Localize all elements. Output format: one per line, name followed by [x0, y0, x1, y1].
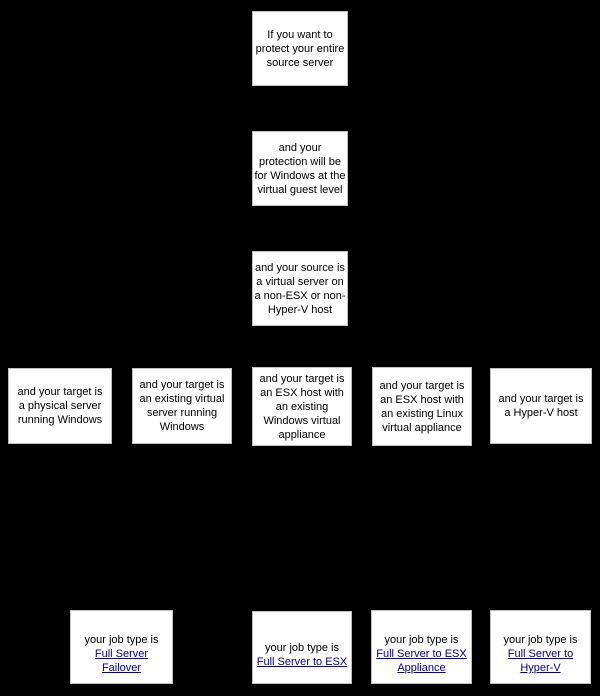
job-box-full-server-to-esx-appliance: your job type is Full Server to ESX Appli… — [371, 610, 472, 684]
full-server-to-esx-appliance-link[interactable]: Full Server to ESX Appliance — [376, 648, 467, 674]
job-type-prefix: your job type is — [503, 634, 578, 646]
decision-box-protect-entire-server: If you want to protect your entire sourc… — [252, 11, 348, 86]
decision-box-source-non-esx-non-hyperv: and your source is a virtual server on a… — [252, 251, 348, 326]
decision-box-text: and your target is an ESX host with an e… — [379, 379, 465, 434]
decision-box-windows-guest-level: and your protection will be for Windows … — [252, 131, 348, 206]
decision-box-text: and your target is a Hyper-V host — [498, 393, 584, 419]
decision-box-target-hyperv-host: and your target is a Hyper-V host — [490, 368, 592, 444]
decision-box-text: and your target is an existing virtual s… — [139, 379, 225, 433]
job-type-prefix: your job type is — [384, 634, 459, 646]
decision-box-text: and your target is an ESX host with an e… — [259, 372, 345, 441]
full-server-failover-link[interactable]: Full Server Failover — [94, 648, 149, 674]
full-server-to-hyperv-link[interactable]: Full Server to Hyper-V — [507, 648, 574, 674]
decision-box-text: If you want to protect your entire sourc… — [255, 28, 345, 69]
decision-box-target-existing-virtual-server: and your target is an existing virtual s… — [132, 368, 232, 444]
decision-box-text: and your protection will be for Windows … — [254, 141, 346, 196]
decision-box-target-esx-windows-appliance: and your target is an ESX host with an e… — [252, 367, 352, 446]
job-type-prefix: your job type is — [84, 634, 159, 646]
decision-box-target-esx-linux-appliance: and your target is an ESX host with an e… — [372, 367, 472, 446]
job-type-prefix: your job type is — [265, 641, 339, 654]
job-box-full-server-failover: your job type is Full Server Failover — [70, 610, 173, 684]
decision-box-text: and your source is a virtual server on a… — [254, 261, 346, 316]
job-box-full-server-to-hyperv: your job type is Full Server to Hyper-V — [490, 610, 591, 684]
full-server-to-esx-link[interactable]: Full Server to ESX — [256, 655, 348, 668]
decision-box-target-physical-server: and your target is a physical server run… — [8, 368, 112, 444]
decision-box-text: and your target is a physical server run… — [17, 386, 103, 426]
